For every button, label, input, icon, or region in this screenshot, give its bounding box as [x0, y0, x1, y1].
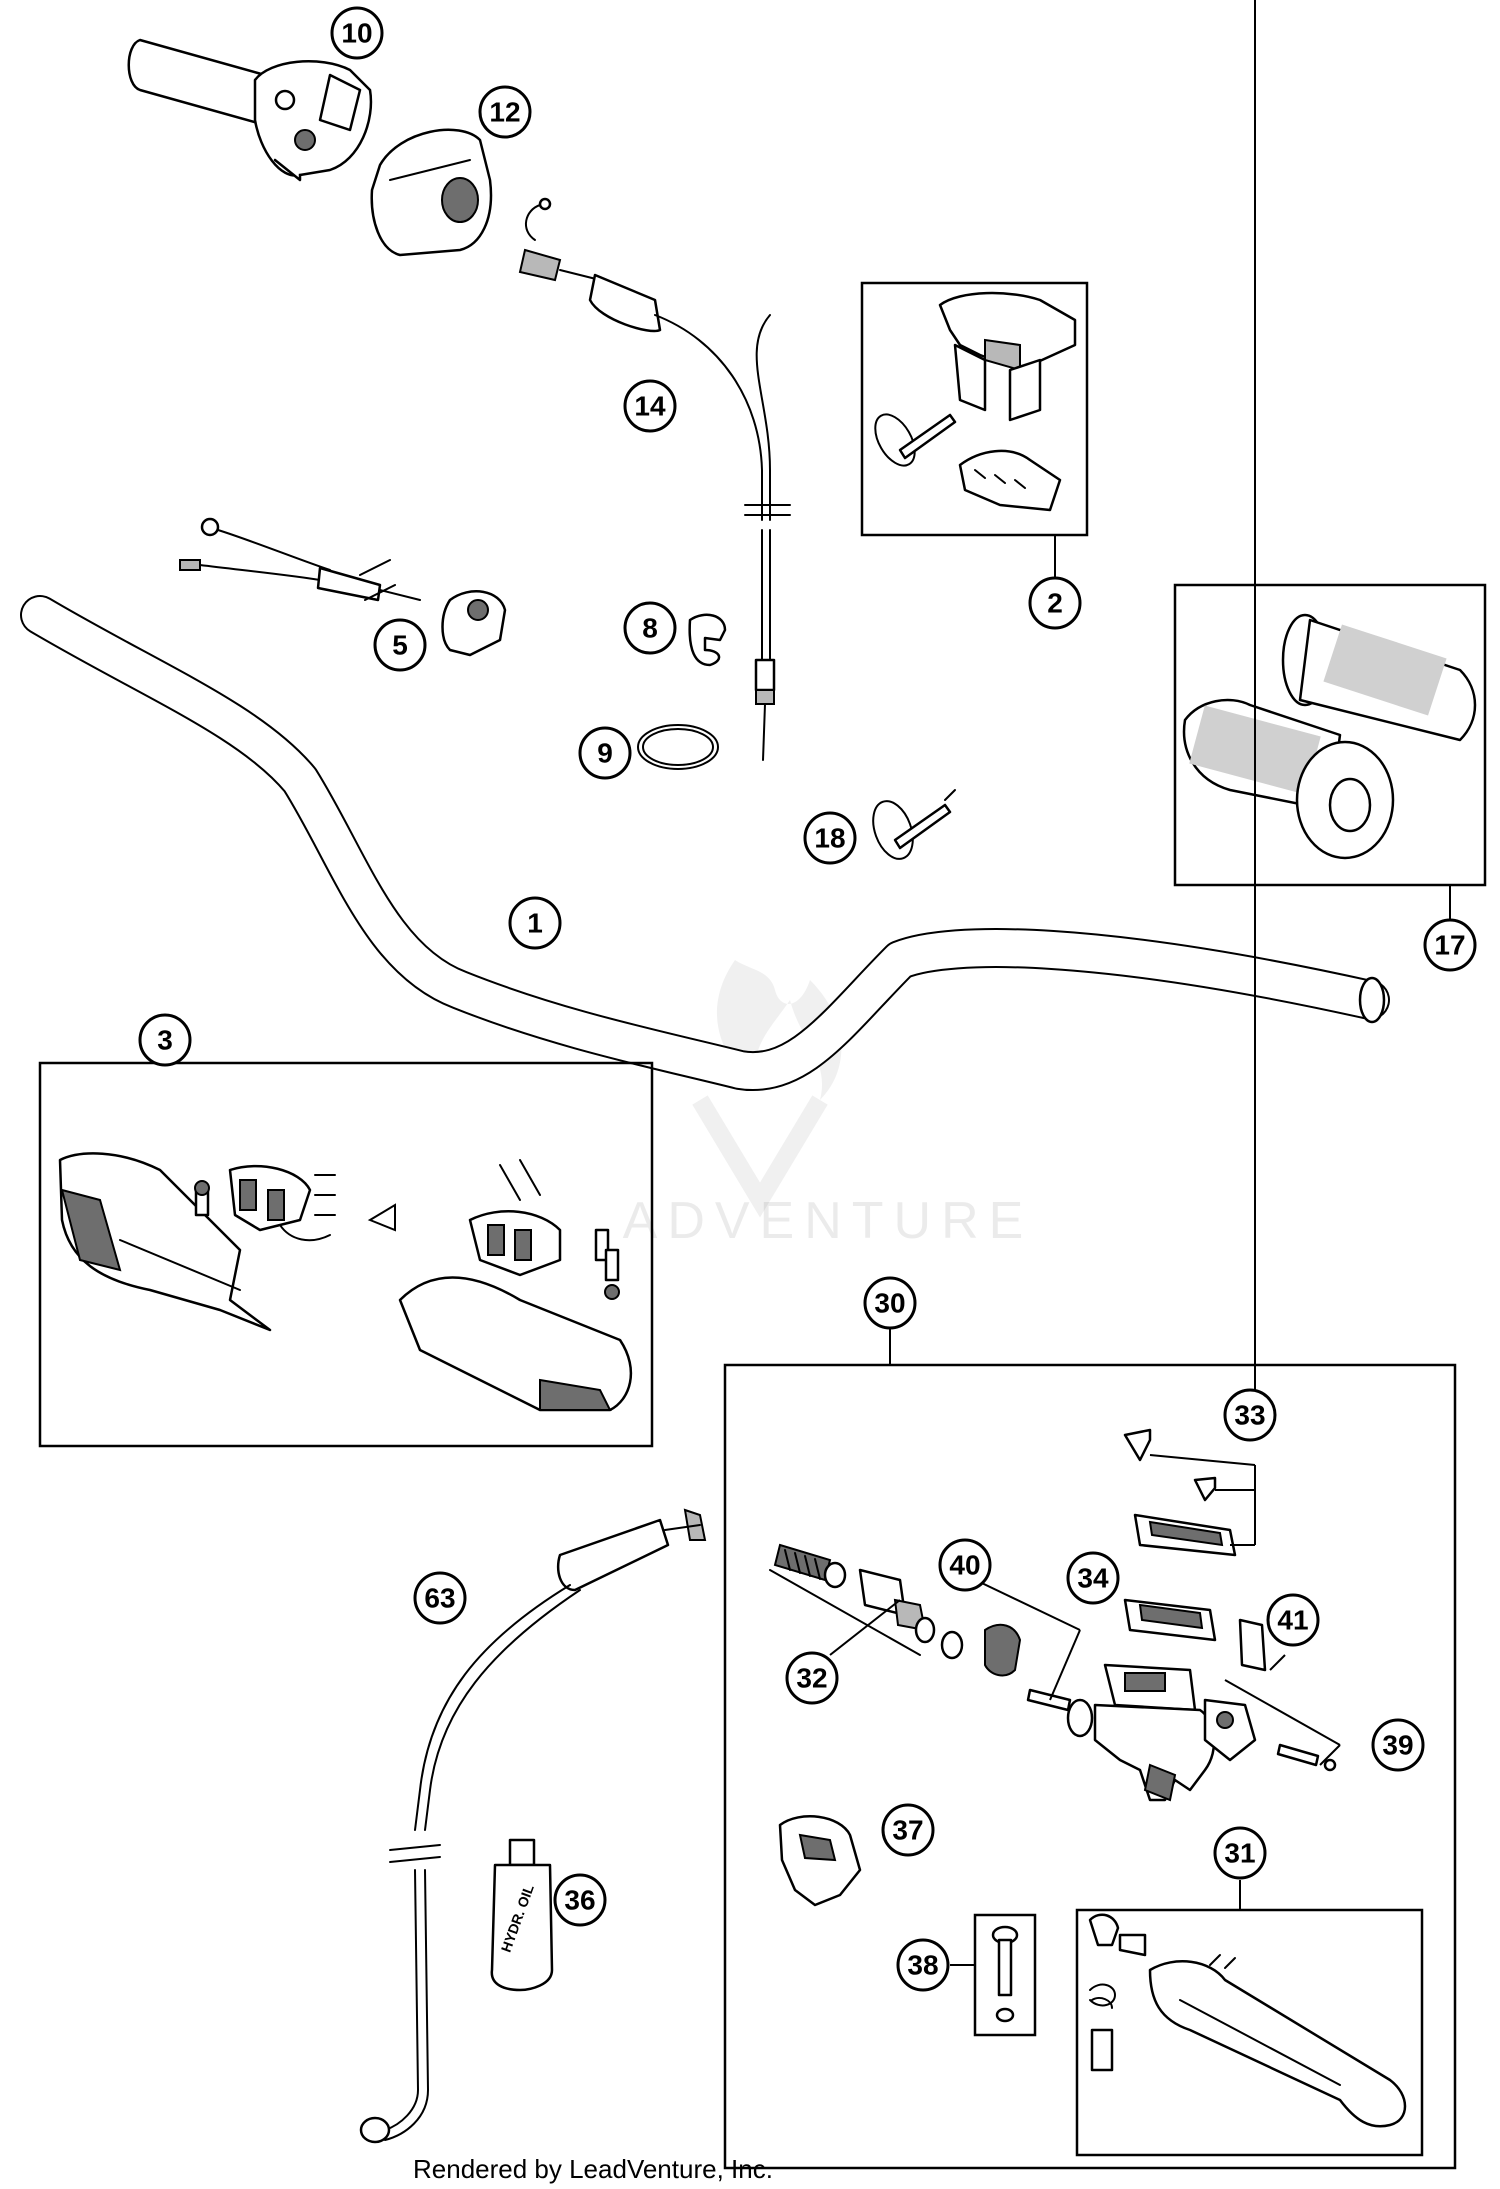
part-63-brake-line[interactable]: [359, 1508, 707, 2144]
callout-34[interactable]: 34: [1066, 1551, 1120, 1605]
callout-10-label: 10: [341, 18, 372, 49]
callout-63-label: 63: [424, 1583, 455, 1614]
callout-8-label: 8: [642, 613, 658, 644]
part-30-master-cylinder-box[interactable]: [723, 1363, 1457, 2170]
part-12-throttle-cover[interactable]: [370, 128, 493, 257]
callout-32[interactable]: 32: [785, 1651, 839, 1705]
watermark-text: ADVENTURE: [623, 1192, 1034, 1250]
callout-9[interactable]: 9: [578, 726, 632, 780]
watermark: ADVENTURE: [623, 960, 1034, 1250]
callout-38[interactable]: 38: [896, 1938, 950, 1992]
part-2-switch-box[interactable]: [860, 281, 1089, 537]
part-36-hydraulic-oil-bottle[interactable]: HYDR. OIL: [490, 1838, 554, 1992]
callout-18[interactable]: 18: [803, 811, 857, 865]
callout-17-label: 17: [1434, 930, 1465, 961]
part-5-kill-switch[interactable]: [179, 517, 507, 657]
part-17-grips-box[interactable]: [1173, 583, 1487, 887]
part-1-handlebar[interactable]: [20, 595, 1390, 1092]
callout-37[interactable]: 37: [881, 1803, 935, 1857]
callout-31-label: 31: [1224, 1838, 1255, 1869]
callout-40[interactable]: 40: [938, 1538, 992, 1592]
callout-63[interactable]: 63: [413, 1571, 467, 1625]
callout-12-label: 12: [489, 97, 520, 128]
callout-14[interactable]: 14: [623, 379, 677, 433]
callout-8[interactable]: 8: [623, 601, 677, 655]
part-3-handguard-box[interactable]: [38, 1061, 654, 1448]
callout-31[interactable]: 31: [1213, 1826, 1267, 1880]
callout-2-label: 2: [1047, 588, 1063, 619]
callout-1[interactable]: 1: [508, 896, 562, 950]
callout-18-label: 18: [814, 823, 845, 854]
callout-3-label: 3: [157, 1025, 173, 1056]
leader-lines: [164, 0, 1451, 1966]
callout-39[interactable]: 39: [1371, 1718, 1425, 1772]
callout-5-label: 5: [392, 630, 408, 661]
callout-9-label: 9: [597, 738, 613, 769]
callout-32-label: 32: [796, 1663, 827, 1694]
callout-10[interactable]: 10: [330, 6, 384, 60]
callout-30[interactable]: 30: [863, 1276, 917, 1330]
part-8-cable-clip[interactable]: [688, 613, 727, 667]
callout-38-label: 38: [907, 1950, 938, 1981]
callout-39-label: 39: [1382, 1730, 1413, 1761]
callout-5[interactable]: 5: [373, 618, 427, 672]
callout-12[interactable]: 12: [478, 85, 532, 139]
callout-37-label: 37: [892, 1815, 923, 1846]
part-18-cable-tie[interactable]: [866, 789, 956, 864]
callout-36[interactable]: 36: [553, 1873, 607, 1927]
callout-36-label: 36: [564, 1885, 595, 1916]
part-10-throttle-housing[interactable]: [127, 38, 373, 182]
callout-14-label: 14: [634, 391, 666, 422]
part-9-o-ring[interactable]: [637, 724, 719, 770]
callout-33[interactable]: 33: [1223, 1388, 1277, 1442]
footer-credit: Rendered by LeadVenture, Inc.: [413, 2154, 773, 2184]
callout-34-label: 34: [1077, 1563, 1109, 1594]
part-14-throttle-cable[interactable]: [518, 197, 791, 761]
callout-3[interactable]: 3: [138, 1013, 192, 1067]
callout-41[interactable]: 41: [1266, 1593, 1320, 1647]
callout-41-label: 41: [1277, 1605, 1308, 1636]
callout-1-label: 1: [527, 908, 543, 939]
callout-33-label: 33: [1234, 1400, 1265, 1431]
callout-40-label: 40: [949, 1550, 980, 1581]
callout-30-label: 30: [874, 1288, 905, 1319]
callout-2[interactable]: 2: [1028, 576, 1082, 630]
callout-17[interactable]: 17: [1423, 918, 1477, 972]
